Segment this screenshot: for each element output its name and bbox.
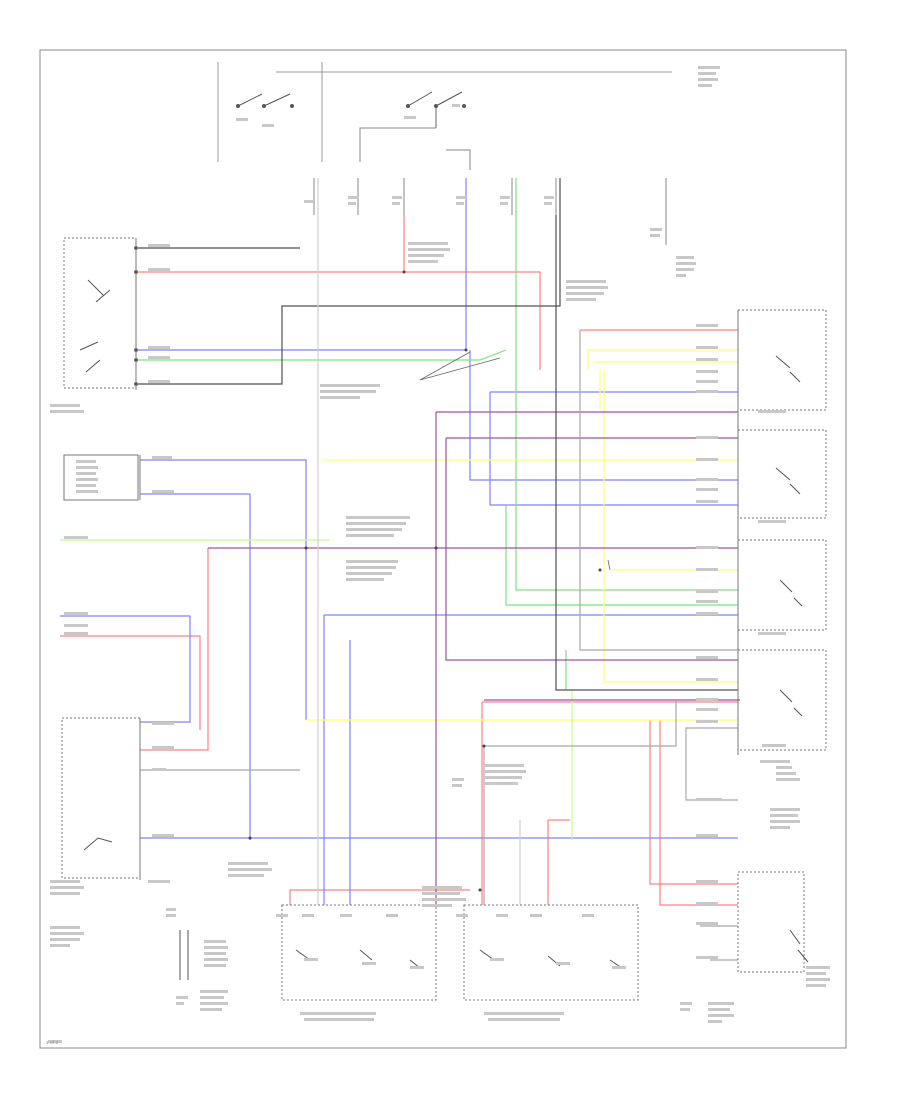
- page-reference: 1 of 2: [46, 1040, 58, 1046]
- wires: [60, 178, 740, 961]
- top-switch-area: [217, 62, 672, 170]
- left-components: [61, 237, 189, 980]
- right-relays: [737, 309, 827, 973]
- junction-dots: [248, 270, 602, 892]
- fuse-leads: [313, 178, 667, 245]
- leader-lines: [419, 351, 611, 571]
- component-label-marks: [48, 66, 830, 1043]
- diagram-frame: [39, 49, 847, 1049]
- bottom-connectors: [281, 904, 639, 1001]
